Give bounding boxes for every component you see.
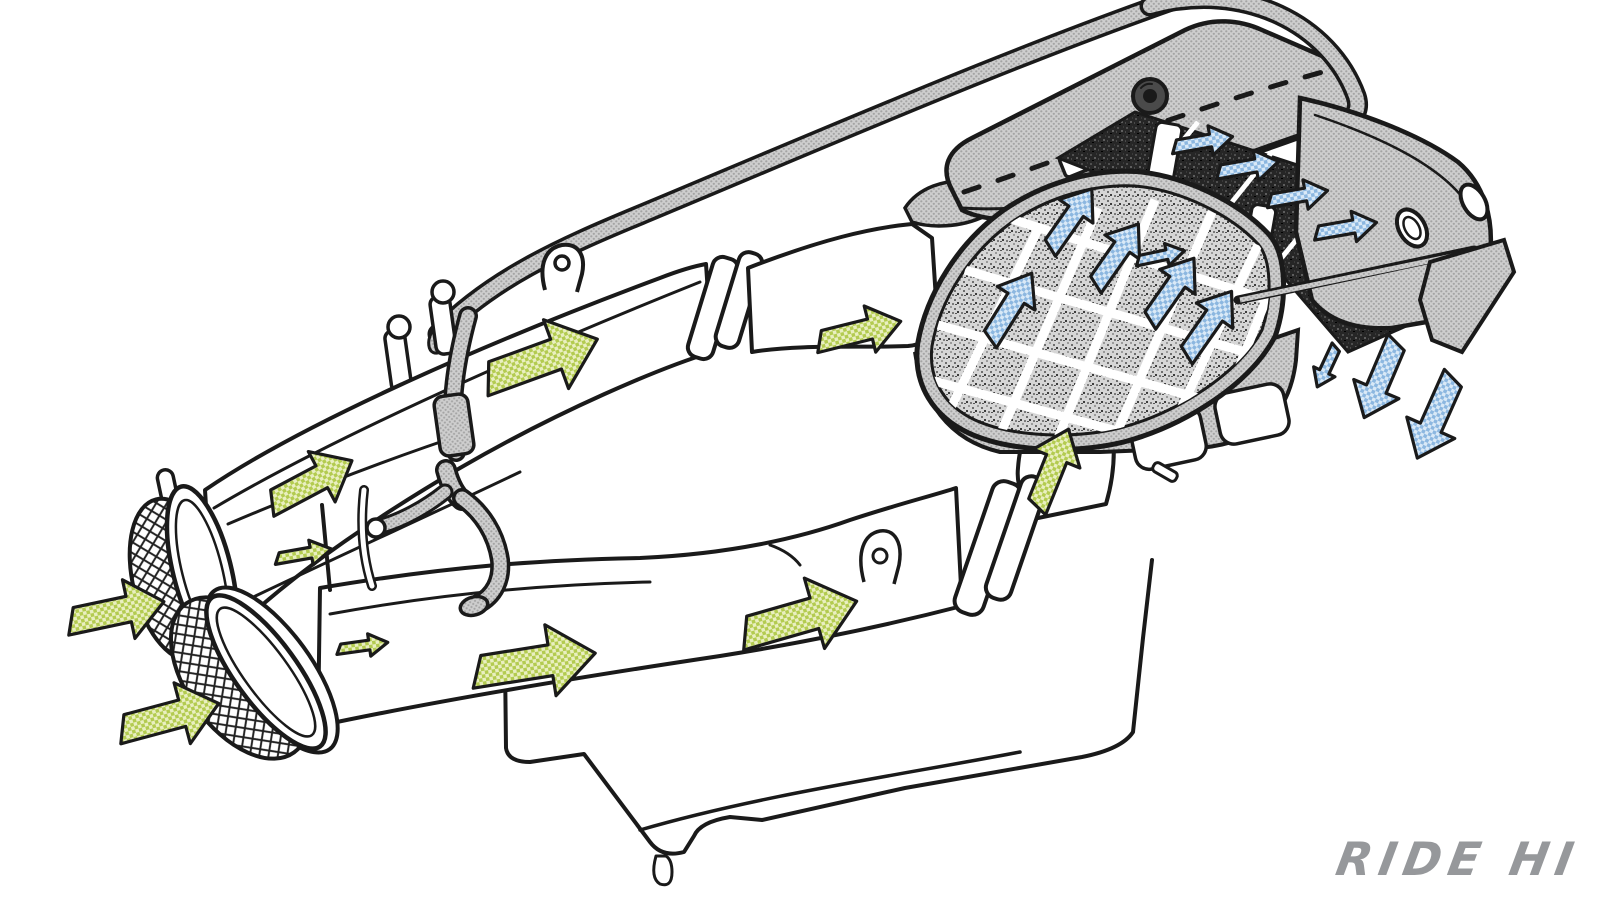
airbox-right-end [1233,95,1517,355]
air-filter-element [914,168,1286,452]
end-wall-hole [1458,182,1490,222]
airflow-arrow [1215,148,1281,183]
airflow-arrow [1134,241,1187,268]
breather-hose [357,306,511,618]
airflow-arrow [486,318,599,398]
airflow-arrow [1265,178,1330,211]
airflow-arrow [1027,427,1082,517]
airflow-arrow [816,304,903,355]
airflow-arrow [1143,256,1197,331]
ride-hi-logo: RIDE HI [1332,832,1585,886]
intake-airflow-arrows [67,304,1082,746]
fairing-drain-nub [652,854,674,887]
hose-end [458,594,490,618]
airflow-arrow [1313,209,1379,244]
scoop-rim-lower [204,593,328,751]
airflow-arrow [1179,289,1235,366]
duct-bracket-tab [540,242,585,293]
hose-sleeve [432,392,476,458]
airflow-arrow [471,623,597,698]
airflow-arrow [1043,187,1095,258]
airflow-arrow [1312,341,1341,389]
airflow-arrow [1352,332,1406,420]
filtered-airflow-arrows [982,124,1463,460]
airflow-arrow [67,578,166,641]
airflow-arrow [273,538,334,567]
lid-grommet [1131,77,1169,115]
throttle-body [1213,382,1291,446]
airflow-arrow [335,632,390,658]
airflow-arrow [1170,124,1235,157]
drain-spout [1151,461,1179,483]
airflow-arrow [269,449,354,518]
airflow-arrow [742,576,859,652]
airflow-arrow [982,271,1037,350]
airflow-arrow [1089,222,1142,295]
duct-mount-stub [383,279,458,394]
hose-fitting [365,517,387,539]
airflow-arrow [119,681,221,746]
cable [359,487,375,589]
duct-bracket-tab [859,529,902,585]
airflow-arrow [1405,367,1463,460]
airbox-outlet-flange [1417,237,1517,355]
